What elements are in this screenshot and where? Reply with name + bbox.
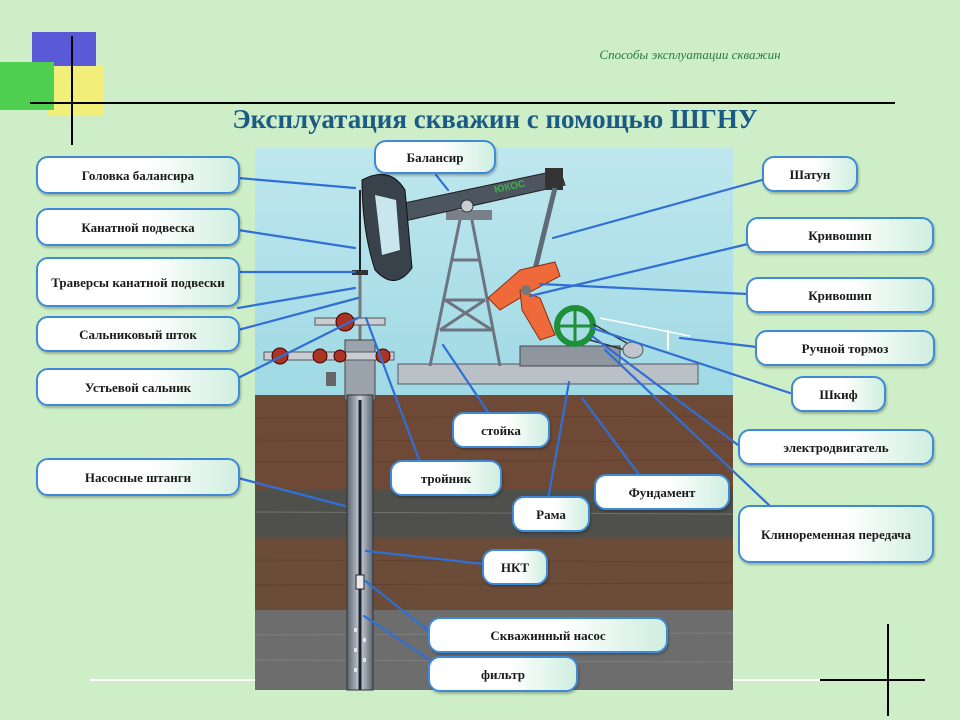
pointer-rope-hanger [236, 228, 357, 250]
label-balancer: Балансир [374, 140, 496, 174]
pointer-pulley [590, 326, 792, 395]
pointer-well-pump [362, 578, 432, 634]
pointer-foundation [580, 396, 642, 478]
downhole-pump [355, 574, 365, 590]
pointer-connecting-rod [551, 178, 764, 240]
label-balancer-head: Головка балансира [36, 156, 240, 194]
label-motor: электродвигатель [738, 429, 934, 465]
label-crank-2: Кривошип [746, 277, 934, 313]
label-pulley: Шкиф [791, 376, 886, 412]
pointer-polished-rod-1 [236, 286, 357, 310]
label-tee: тройник [390, 460, 502, 496]
label-belt-drive: Клиноременная передача [738, 505, 934, 563]
label-rope-hanger: Канатной подвеска [36, 208, 240, 246]
label-connecting-rod: Шатун [762, 156, 858, 192]
label-rack: стойка [452, 412, 550, 448]
label-rope-traverses: Траверсы канатной подвески [36, 257, 240, 307]
pointer-crank-1 [528, 242, 750, 298]
slide-title: Эксплуатация скважин с помощью ШГНУ [232, 104, 758, 134]
decor-yellow-square [48, 66, 104, 116]
pointer-frame [546, 380, 571, 502]
pointer-wellhead [236, 316, 360, 380]
label-pump-rods: Насосные штанги [36, 458, 240, 496]
label-polished-rod: Сальниковый шток [36, 316, 240, 352]
label-wellhead-stuffing: Устьевой сальник [36, 368, 240, 406]
pointer-motor [590, 334, 740, 447]
label-frame: Рама [512, 496, 590, 532]
pointer-hand-brake [678, 336, 759, 349]
label-tubing: НКТ [482, 549, 548, 585]
pointer-balancer-head [236, 176, 357, 190]
pointer-tubing [364, 549, 486, 566]
pointer-filter [362, 614, 432, 662]
pointer-rack [441, 343, 490, 414]
pointer-pump-rods [236, 476, 347, 508]
pointer-tee [364, 316, 422, 464]
pointer-balancer [434, 173, 450, 192]
label-hand-brake: Ручной тормоз [755, 330, 935, 366]
label-crank-1: Кривошип [746, 217, 934, 253]
label-well-pump: Скважинный насос [428, 617, 668, 653]
label-filter: фильтр [428, 656, 578, 692]
samson-post [428, 209, 502, 367]
slide-subtitle: Способы эксплуатации скважин [599, 47, 781, 62]
pointer-polished-rod-2 [236, 296, 360, 332]
pointer-crank-2 [538, 282, 750, 296]
label-foundation: Фундамент [594, 474, 730, 510]
pointer-belt-drive [603, 348, 772, 508]
